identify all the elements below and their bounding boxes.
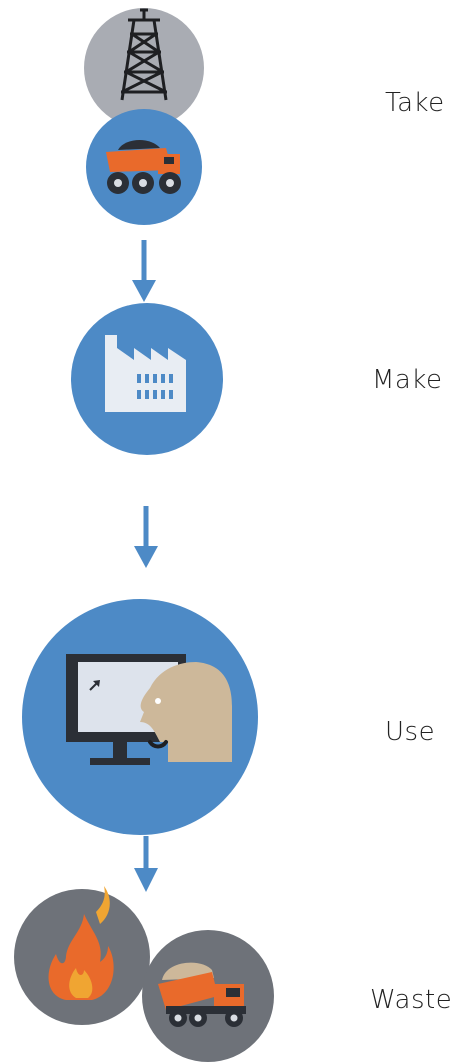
mining-truck-icon [86, 109, 202, 225]
truck-wheels [107, 172, 181, 194]
stage-label-use: Use [385, 717, 436, 747]
dump-truck-icon [142, 930, 274, 1062]
arrow-down-icon [134, 836, 158, 892]
factory-icon [71, 303, 223, 455]
arrow-down-icon [132, 240, 156, 302]
stage-label-waste: Waste [370, 985, 453, 1015]
arrow-down-icon [134, 506, 158, 568]
take-stage [84, 8, 204, 225]
stage-label-take: Take [385, 88, 445, 118]
stage-label-make: Make [372, 365, 443, 395]
computer-user-icon [22, 599, 258, 835]
waste-stage [14, 886, 274, 1062]
fire-icon [14, 886, 150, 1025]
oil-derrick-icon [84, 8, 204, 128]
